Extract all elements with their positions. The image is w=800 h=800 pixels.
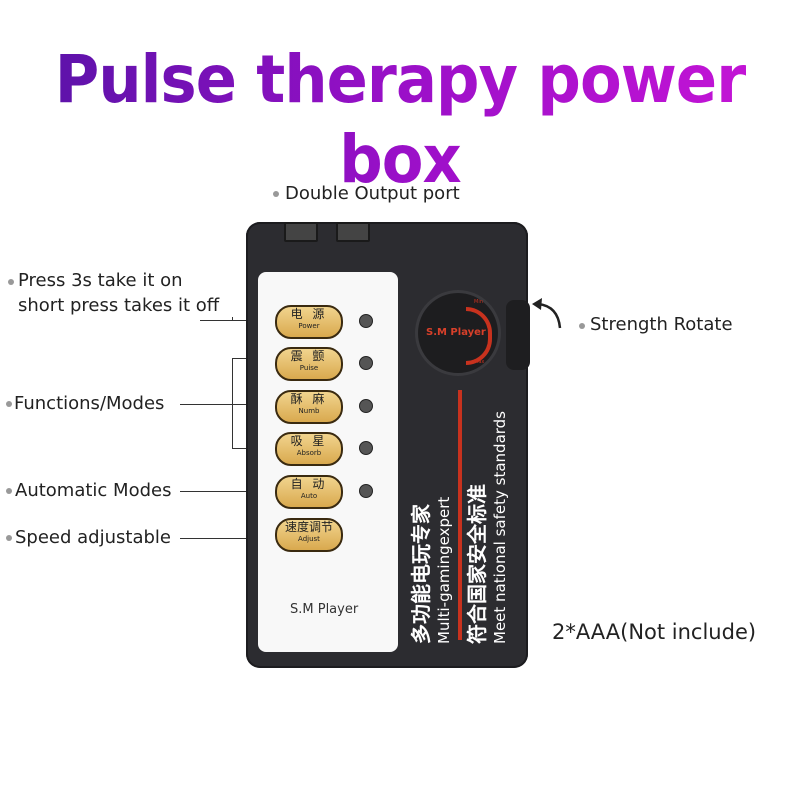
led-pulse xyxy=(359,356,373,370)
leader-line xyxy=(180,491,276,492)
led-numb xyxy=(359,399,373,413)
level-arc xyxy=(466,307,492,365)
bullet-icon xyxy=(273,191,279,197)
led-power xyxy=(359,314,373,328)
knob-max: Max xyxy=(474,359,485,365)
callout-battery: 2*AAA(Not include) xyxy=(552,620,757,644)
callout-strength: Strength Rotate xyxy=(590,314,733,335)
output-port-1 xyxy=(284,222,318,242)
knob-brand: S.M Player xyxy=(426,327,486,338)
leader-line xyxy=(232,317,233,320)
bullet-icon xyxy=(579,323,585,329)
callout-power-2: short press takes it off xyxy=(18,295,220,316)
callout-power-1: Press 3s take it on xyxy=(18,270,183,291)
bullet-icon xyxy=(6,488,12,494)
leader-line xyxy=(180,538,276,539)
callout-speed: Speed adjustable xyxy=(15,527,171,548)
callout-functions: Functions/Modes xyxy=(14,393,165,414)
strength-wheel[interactable] xyxy=(506,300,530,370)
device-text-cn2: 符合国家安全标准 xyxy=(465,484,489,644)
callout-auto: Automatic Modes xyxy=(15,480,172,501)
red-stripe xyxy=(458,390,462,640)
panel-brand: S.M Player xyxy=(290,602,359,617)
bullet-icon xyxy=(6,401,12,407)
leader-line xyxy=(200,320,276,321)
output-port-2 xyxy=(336,222,370,242)
led-auto xyxy=(359,484,373,498)
page-title: Pulse therapy power box xyxy=(32,40,768,200)
bracket-line xyxy=(232,358,233,448)
bullet-icon xyxy=(6,535,12,541)
led-absorb xyxy=(359,441,373,455)
device-text-en1: Multi-gamingexpert xyxy=(435,496,453,644)
knob-min: Min xyxy=(474,299,483,305)
strength-knob[interactable]: S.M Player Min Max xyxy=(418,293,498,373)
device-text-cn1: 多功能电玩专家 xyxy=(409,504,433,644)
rotate-arrow-icon xyxy=(532,298,562,329)
device-text-en2: Meet national safety standards xyxy=(491,411,509,644)
callout-output-port: Double Output port xyxy=(285,183,460,204)
bullet-icon xyxy=(8,279,14,285)
leader-line xyxy=(180,404,232,405)
